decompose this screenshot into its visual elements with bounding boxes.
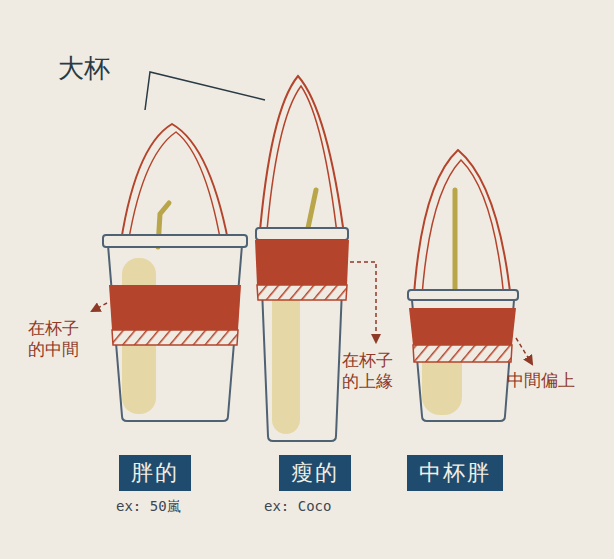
lid (256, 228, 348, 240)
category-label: 中杯胖 (419, 458, 491, 488)
leader-line (92, 303, 107, 311)
cup-large-slim (255, 76, 349, 441)
size-label: 大杯 (58, 52, 110, 85)
sleeve (109, 285, 241, 330)
sleeve (409, 308, 516, 345)
callout-note: 中間偏上 (507, 370, 575, 391)
pointer-line (145, 72, 265, 110)
callout-note: 在杯子的上緣 (342, 350, 398, 393)
cup-body (108, 245, 242, 421)
category-label: 瘦的 (291, 458, 339, 488)
cup-medium (408, 150, 518, 421)
strap (259, 76, 345, 242)
cup-large-wide (103, 124, 247, 421)
sleeve (255, 240, 349, 285)
example-note: ex: Coco (264, 498, 331, 516)
category-box: 中杯胖 (407, 455, 503, 491)
sleeve-hatch (413, 345, 512, 362)
category-box: 瘦的 (279, 455, 351, 491)
category-label: 胖的 (131, 458, 179, 488)
example-note: ex: 50嵐 (116, 498, 181, 516)
strap (413, 150, 512, 310)
strap (421, 160, 505, 310)
leader-line (350, 262, 376, 342)
callout-note: 在杯子的中間 (28, 318, 84, 361)
sleeve-hatch (112, 330, 238, 345)
sleeve-hatch (257, 285, 347, 300)
leader-line (516, 338, 532, 364)
lid (103, 235, 247, 247)
straw (308, 190, 316, 228)
strap (266, 86, 338, 242)
category-box: 胖的 (119, 455, 191, 491)
lid (408, 290, 518, 300)
straw (453, 190, 458, 290)
